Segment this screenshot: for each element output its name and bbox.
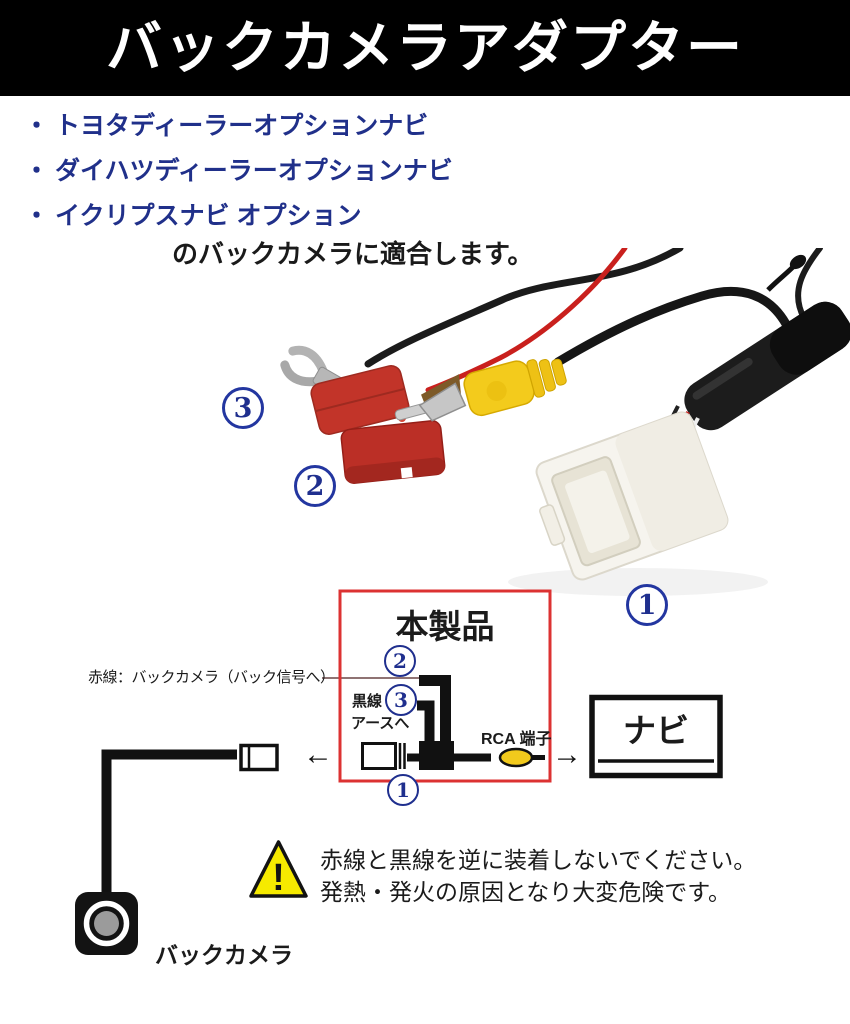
diagram-callout-1: 1 — [387, 774, 419, 806]
callout-digit: 2 — [393, 649, 407, 673]
bullet-connector — [789, 254, 807, 270]
camera-ring — [83, 900, 130, 947]
module-end — [769, 301, 850, 375]
rca-rib — [538, 358, 556, 392]
rca-lead — [454, 753, 491, 762]
bullet-icon: ・ — [24, 112, 50, 140]
splice-upper — [310, 365, 410, 435]
title-bar: バックカメラアダプター — [0, 0, 850, 96]
list-item: ・ダイハツディーラーオプションナビ — [24, 149, 453, 194]
arrow-right-icon: → — [552, 738, 582, 771]
list-item-label: ダイハツディーラーオプションナビ — [55, 157, 453, 185]
bullet-icon: ・ — [24, 157, 50, 185]
rca-rib — [551, 358, 567, 386]
junction-block — [419, 741, 454, 770]
nav-label: ナビ — [623, 712, 689, 749]
connector-rear — [615, 412, 728, 551]
compatibility-list: ・トヨタディーラーオプションナビ ・ダイハツディーラーオプションナビ ・イクリプ… — [24, 104, 453, 239]
rca-plug-symbol — [498, 747, 534, 768]
page-title: バックカメラアダプター — [106, 16, 744, 79]
camera-connector — [239, 743, 279, 772]
callout-digit: 2 — [305, 470, 325, 502]
diagram-callout-3: 3 — [385, 684, 417, 716]
wiring-diagram: ! — [75, 589, 723, 955]
product-photo — [280, 248, 850, 596]
arrow-left-icon: ← — [303, 738, 333, 771]
red-wire-bracket — [419, 675, 451, 741]
list-item: ・トヨタディーラーオプションナビ — [24, 104, 453, 149]
product-box — [338, 589, 552, 783]
box-connector — [361, 742, 397, 770]
callout-digit: 1 — [396, 778, 410, 802]
module-highlight — [692, 357, 753, 400]
toyota-white-connector — [535, 411, 729, 581]
spade-prong — [280, 360, 322, 387]
exclamation-mark: ! — [272, 857, 285, 899]
photo-callout-2: 2 — [294, 465, 336, 507]
camera-lens — [94, 911, 119, 936]
nav-unit-box — [589, 694, 723, 779]
list-item-label: イクリプスナビ オプション — [55, 202, 362, 230]
compatibility-note: のバックカメラに適合します。 — [172, 239, 534, 269]
splice-seam — [315, 387, 405, 413]
connector-latch — [539, 504, 566, 546]
warning-text-line1: 赤線と黒線を逆に装着しないでください。 — [320, 847, 757, 873]
module-wire — [795, 248, 823, 321]
red-quick-splice — [310, 365, 446, 484]
box-connector-stub — [407, 753, 419, 762]
splice-lower — [340, 420, 446, 484]
callout-digit: 1 — [637, 589, 657, 621]
black-wire — [364, 248, 684, 368]
triangle — [249, 840, 308, 898]
diagram-callout-2: 2 — [384, 645, 416, 677]
rca-cable — [553, 286, 791, 367]
callout-digit: 3 — [233, 392, 253, 424]
callout-digit: 3 — [394, 688, 408, 712]
splice-notch — [400, 467, 413, 479]
rca-rib — [526, 359, 546, 398]
photo-callout-1: 1 — [626, 584, 668, 626]
warning-triangle-icon: ! — [249, 840, 308, 899]
black-wire-bracket — [417, 700, 435, 741]
splice-bottom — [345, 457, 445, 484]
rca-petal — [418, 382, 467, 422]
camera-label: バックカメラ — [155, 942, 293, 968]
rca-texture — [486, 380, 507, 401]
product-box-label: 本製品 — [395, 608, 495, 645]
black-wire-dest-label: アースへ — [351, 715, 410, 732]
inline-module — [684, 301, 850, 431]
list-item: ・イクリプスナビ オプション — [24, 194, 453, 239]
box-connector-pins — [398, 743, 406, 769]
list-item-label: トヨタディーラーオプションナビ — [55, 112, 429, 140]
pigtail-wire — [766, 264, 796, 292]
camera-cable — [101, 749, 237, 897]
rca-terminal-label: RCA 端子 — [481, 731, 552, 748]
backup-camera-icon — [75, 892, 138, 955]
bullet-icon: ・ — [24, 202, 50, 230]
warning-text-line2: 発熱・発火の原因となり大変危険です。 — [320, 879, 732, 905]
black-wire-label: 黒線 — [352, 693, 383, 710]
rca-plug-yellow — [394, 358, 567, 422]
red-wire-label: 赤線：バックカメラ（バック信号へ） — [88, 669, 335, 686]
photo-callout-3: 3 — [222, 387, 264, 429]
connector-socket-inner — [565, 470, 630, 553]
